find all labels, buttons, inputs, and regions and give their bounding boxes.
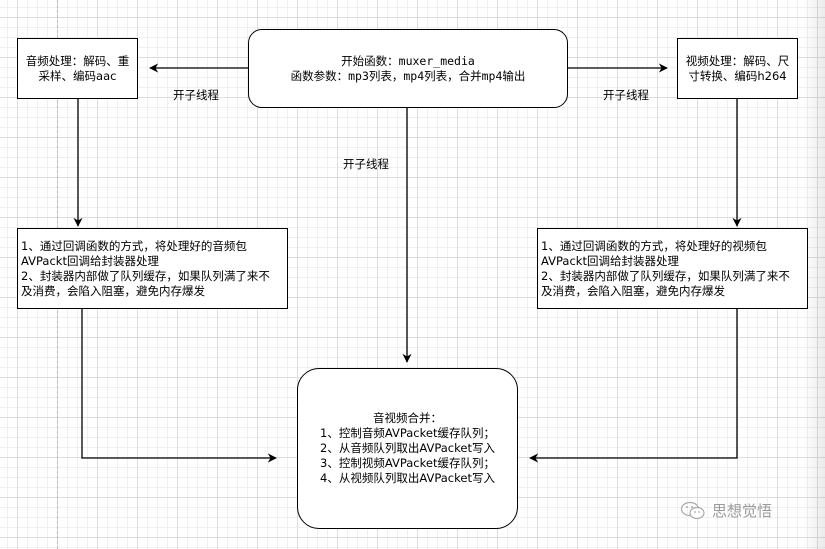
video-callback-line: 及消费，会陷入阻塞，避免内存爆发 [541,283,725,298]
merge-node-line: 2、从音频队列取出AVPacket写入 [320,441,495,455]
edge-label-to-merge: 开子线程 [343,157,389,171]
edge-label-to-audio: 开子线程 [173,88,219,102]
watermark: 思想觉悟 [680,500,772,521]
edge-audio-callback-to-merge [81,308,277,463]
edge-video-callback-to-merge [529,308,738,463]
audio-callback-line: 2、封装器内部做了队列缓存，如果队列满了来不 [21,268,270,283]
audio-callback-line: AVPackt回调给封装器处理 [21,253,159,268]
merge-node-title: 音视频合并： [373,411,442,425]
start-node-line2: 函数参数：mp3列表，mp4列表，合并mp4输出 [290,68,526,83]
video-callback-node[interactable]: 1、通过回调函数的方式，将处理好的视频包 AVPackt回调给封装器处理 2、封… [537,228,808,309]
audio-node-line2: 采样、编码aac [38,68,117,83]
canvas-edge-shadow [803,0,825,549]
video-node-line1: 视频处理：解码、尺 [685,53,790,68]
audio-callback-line: 1、通过回调函数的方式，将处理好的音频包 [21,238,247,253]
start-node-line1: 开始函数：muxer_media [341,53,475,68]
audio-processing-node[interactable]: 音频处理：解码、重 采样、编码aac [17,38,138,99]
merge-node-line: 3、控制视频AVPacket缓存队列； [320,456,495,470]
audio-callback-line: 及消费，会陷入阻塞，避免内存爆发 [21,283,205,298]
video-processing-node[interactable]: 视频处理：解码、尺 寸转换、编码h264 [677,38,798,99]
merge-node-line: 4、从视频队列取出AVPacket写入 [320,471,495,485]
video-callback-line: 1、通过回调函数的方式，将处理好的视频包 [541,238,767,253]
watermark-text: 思想觉悟 [712,502,773,520]
edge-label-to-video: 开子线程 [603,88,649,102]
video-callback-line: AVPackt回调给封装器处理 [541,253,679,268]
audio-node-line1: 音频处理：解码、重 [25,53,130,68]
merge-node[interactable]: 音视频合并： 1、控制音频AVPacket缓存队列； 2、从音频队列取出AVPa… [297,368,518,529]
start-node[interactable]: 开始函数：muxer_media 函数参数：mp3列表，mp4列表，合并mp4输… [248,29,568,108]
video-callback-line: 2、封装器内部做了队列缓存，如果队列满了来不 [541,268,790,283]
merge-node-line: 1、控制音频AVPacket缓存队列； [320,426,495,440]
audio-callback-node[interactable]: 1、通过回调函数的方式，将处理好的音频包 AVPackt回调给封装器处理 2、封… [17,228,288,309]
wechat-icon [680,501,705,519]
video-node-line2: 寸转换、编码h264 [688,68,787,83]
